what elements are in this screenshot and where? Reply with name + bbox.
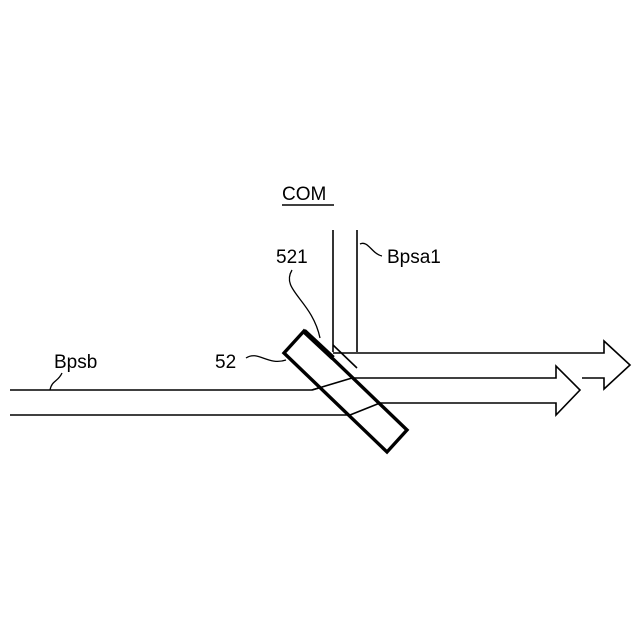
ref-bpsb-leader [50,373,62,390]
ref-52-label: 52 [215,352,236,373]
plate-52 [284,331,407,452]
output-arrow-upper [333,341,630,389]
ref-bpsb-label: Bpsb [54,352,97,373]
ref-52-leader [246,356,286,362]
ref-521-leader [289,270,320,338]
ref-521-label: 521 [276,247,308,268]
com-label: COM [282,184,326,205]
ref-bpsa1-label: Bpsa1 [387,247,441,268]
ref-bpsa1-leader [360,243,382,256]
